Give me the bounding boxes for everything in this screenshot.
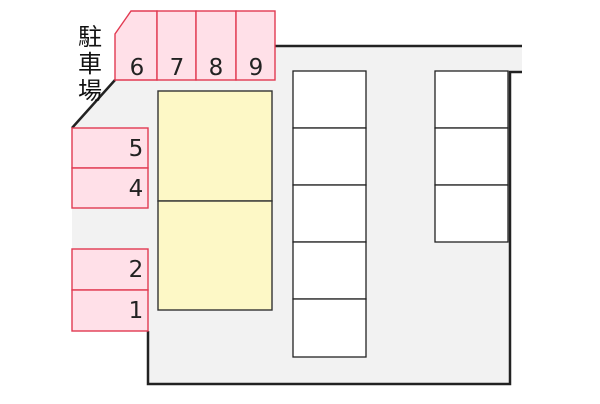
middle-space <box>292 70 367 129</box>
parking-space-2 <box>71 248 149 291</box>
middle-space <box>292 184 367 243</box>
parking-number-2: 2 <box>129 257 144 283</box>
middle-space <box>292 241 367 300</box>
left-parking-column: 5 4 2 1 <box>71 127 149 332</box>
parking-number-6: 6 <box>130 55 145 81</box>
parking-number-1: 1 <box>129 298 144 324</box>
top-parking-row: 6 7 8 9 <box>114 10 276 81</box>
parking-number-9: 9 <box>249 55 264 81</box>
parking-number-5: 5 <box>129 136 144 162</box>
parking-space-1 <box>71 289 149 332</box>
parking-label-char: 駐 <box>78 23 102 51</box>
middle-space-column <box>292 70 367 358</box>
lot-boundary <box>71 44 522 386</box>
middle-space <box>292 298 367 358</box>
building-lower <box>157 200 273 311</box>
building-upper <box>157 90 273 202</box>
parking-label-char: 車 <box>78 50 102 78</box>
parking-space-6 <box>114 10 158 81</box>
parking-label-char: 場 <box>78 77 102 105</box>
parking-space-9 <box>235 10 276 81</box>
right-space <box>434 127 509 186</box>
parking-lot-label: 駐 車 場 <box>78 23 102 105</box>
middle-space <box>292 127 367 186</box>
right-space <box>434 70 509 129</box>
parking-space-4 <box>71 167 149 209</box>
parking-number-4: 4 <box>129 176 144 202</box>
parking-number-8: 8 <box>209 55 224 81</box>
building <box>157 90 273 311</box>
parking-space-7 <box>156 10 197 81</box>
right-space <box>434 184 509 243</box>
parking-space-8 <box>195 10 237 81</box>
right-space-column <box>434 70 509 243</box>
parking-number-7: 7 <box>170 55 185 81</box>
